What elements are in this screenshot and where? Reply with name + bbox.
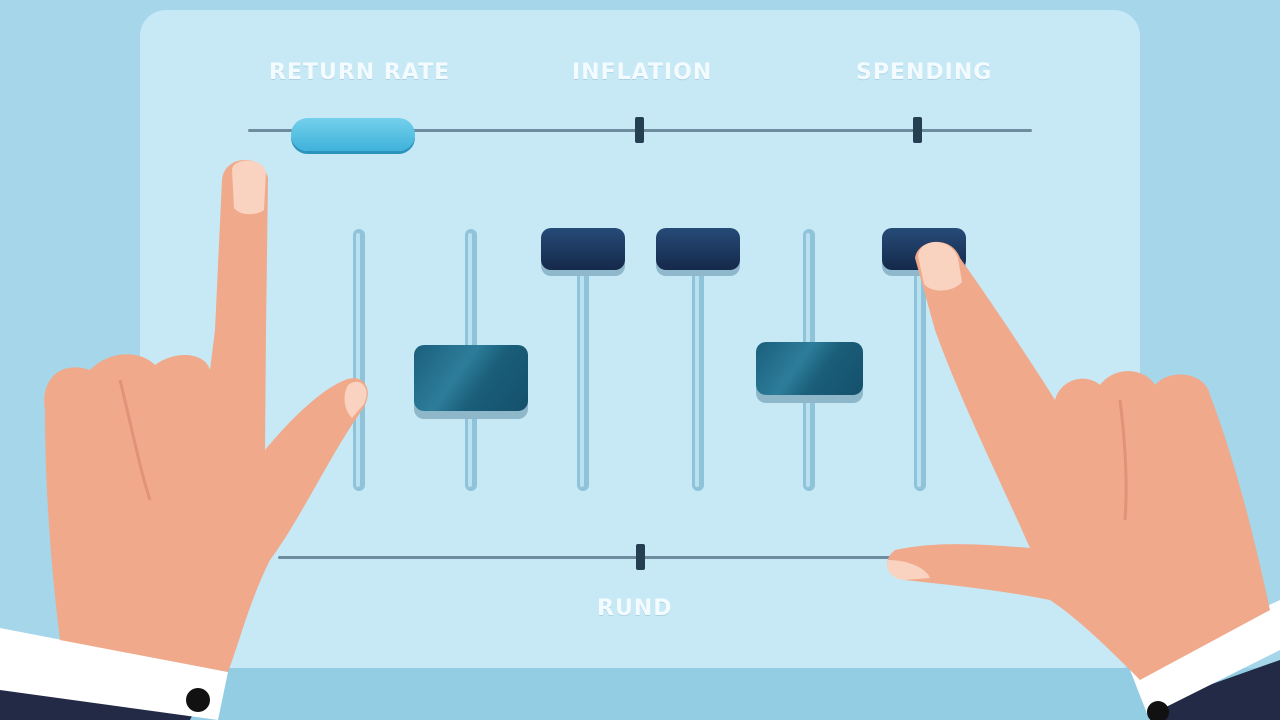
left-sleeve	[0, 628, 228, 720]
right-cufflink	[1147, 701, 1169, 720]
right-sleeve	[1130, 600, 1280, 720]
slider-knob-2[interactable]	[414, 345, 528, 411]
left-hand	[44, 159, 368, 672]
slider-track-3[interactable]	[577, 229, 589, 491]
right-hand	[886, 241, 1270, 681]
return-rate-handle[interactable]	[291, 118, 415, 151]
slider-track-4[interactable]	[692, 229, 704, 491]
slider-knob-3[interactable]	[541, 228, 625, 270]
spending-marker[interactable]	[913, 117, 922, 143]
slider-knob-4[interactable]	[656, 228, 740, 270]
inflation-label: INFLATION	[572, 60, 713, 85]
inflation-marker[interactable]	[635, 117, 644, 143]
bottom-label: RUND	[597, 596, 673, 621]
bottom-marker[interactable]	[636, 544, 645, 570]
return-rate-label: RETURN RATE	[269, 60, 451, 85]
slider-track-1[interactable]	[353, 229, 365, 491]
spending-label: SPENDING	[856, 60, 993, 85]
left-cufflink	[186, 688, 210, 712]
slider-track-6[interactable]	[914, 229, 926, 491]
slider-knob-5[interactable]	[756, 342, 863, 395]
